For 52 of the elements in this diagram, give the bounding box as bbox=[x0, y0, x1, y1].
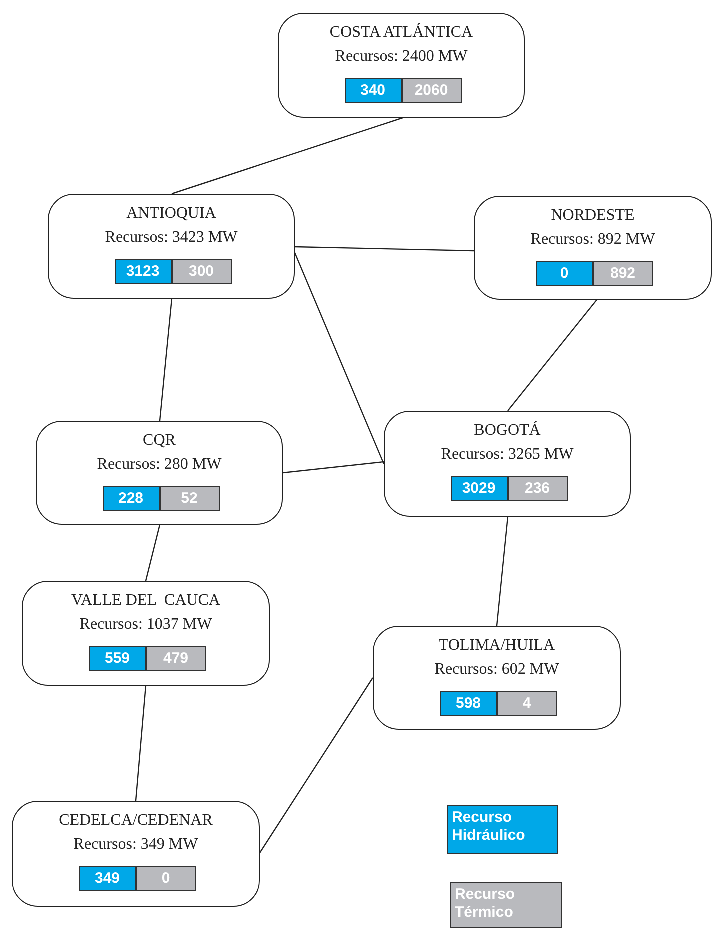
connector-line bbox=[172, 117, 404, 195]
connector-line bbox=[294, 246, 474, 252]
connector-line bbox=[159, 298, 173, 422]
hydro-value: 598 bbox=[440, 691, 497, 716]
resources-text: Recursos: 1037 MW bbox=[78, 616, 214, 634]
resources-text: Recursos: 892 MW bbox=[530, 231, 656, 249]
region-box bbox=[474, 196, 712, 300]
connector-line bbox=[294, 252, 385, 464]
region-box bbox=[384, 411, 631, 517]
region-name: BOGOTÁ bbox=[473, 422, 542, 440]
resources-text: Recursos: 3265 MW bbox=[440, 446, 575, 464]
legend-swatch: Recurso Hidráulico bbox=[447, 805, 558, 854]
connector-line bbox=[282, 461, 384, 474]
hydro-value: 3029 bbox=[450, 476, 508, 501]
region-box bbox=[278, 13, 525, 118]
region-box bbox=[36, 421, 283, 525]
region-box bbox=[373, 626, 621, 730]
resources-text: Recursos: 349 MW bbox=[72, 836, 200, 854]
hydro-value: 3123 bbox=[114, 259, 172, 284]
thermal-value: 892 bbox=[593, 261, 653, 286]
connector-line bbox=[145, 524, 161, 582]
region-name: TOLIMA/HUILA bbox=[438, 637, 556, 655]
thermal-value: 2060 bbox=[402, 78, 462, 103]
region-name: COSTA ATLÁNTICA bbox=[328, 24, 474, 42]
thermal-value: 0 bbox=[136, 866, 196, 891]
connector-line bbox=[496, 516, 509, 626]
region-box bbox=[22, 581, 270, 686]
connector-line bbox=[508, 300, 598, 412]
region-box bbox=[12, 801, 260, 907]
region-box bbox=[48, 194, 295, 299]
connector-line bbox=[260, 678, 374, 854]
connector-line bbox=[135, 686, 147, 802]
thermal-value: 4 bbox=[497, 691, 557, 716]
thermal-value: 236 bbox=[508, 476, 568, 501]
hydro-value: 349 bbox=[79, 866, 136, 891]
hydro-value: 340 bbox=[344, 78, 402, 103]
hydro-value: 559 bbox=[89, 646, 146, 671]
resources-text: Recursos: 280 MW bbox=[96, 456, 223, 474]
legend-swatch: Recurso Térmico bbox=[450, 882, 562, 928]
hydro-value: 228 bbox=[102, 486, 160, 511]
region-name: ANTIOQUIA bbox=[126, 205, 218, 223]
thermal-value: 52 bbox=[160, 486, 220, 511]
thermal-value: 479 bbox=[146, 646, 206, 671]
region-name: CEDELCA/CEDENAR bbox=[58, 812, 214, 830]
region-name: CQR bbox=[142, 432, 177, 450]
resources-text: Recursos: 602 MW bbox=[434, 661, 560, 679]
resources-text: Recursos: 2400 MW bbox=[334, 48, 469, 66]
resources-text: Recursos: 3423 MW bbox=[104, 229, 239, 247]
region-name: VALLE DEL CAUCA bbox=[70, 592, 222, 610]
thermal-value: 300 bbox=[172, 259, 232, 284]
hydro-value: 0 bbox=[536, 261, 593, 286]
region-name: NORDESTE bbox=[550, 207, 636, 225]
